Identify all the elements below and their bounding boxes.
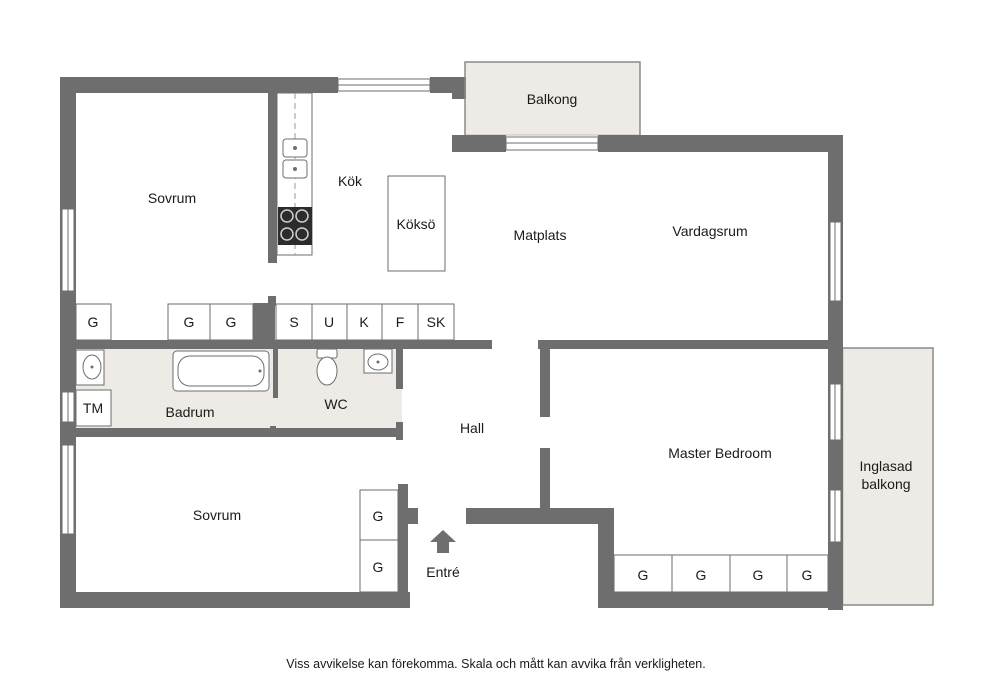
wardrobe-boxes [75,303,829,593]
label-f: F [396,314,405,330]
label-entre: Entré [426,564,460,580]
label-kokso: Köksö [397,216,436,232]
label-g: G [696,567,707,583]
label-sovrum-bottom: Sovrum [193,507,241,523]
disclaimer: Viss avvikelse kan förekomma. Skala och … [286,657,706,671]
room-labels: Sovrum Kök Köksö Matplats Vardagsrum Bal… [148,91,913,580]
kitchen-island [387,175,446,272]
label-g: G [638,567,649,583]
entrance-arrow-icon [430,530,456,553]
label-inglasad-balkong: balkong [861,476,910,492]
inglasad-balkong-floor [842,347,934,606]
bath-fixtures [75,348,393,392]
floor-plan: Sovrum Kök Köksö Matplats Vardagsrum Bal… [60,61,934,610]
label-g: G [88,314,99,330]
label-wc: WC [324,396,347,412]
balkong-floor [464,61,641,136]
label-kok: Kök [338,173,363,189]
kitchen-counter [276,92,313,256]
label-g: G [226,314,237,330]
label-s: S [289,314,298,330]
label-u: U [324,314,334,330]
label-tm: TM [83,400,103,416]
toilet-icon [316,356,338,386]
label-k: K [359,314,369,330]
label-g: G [184,314,195,330]
label-matplats: Matplats [514,227,567,243]
label-g: G [802,567,813,583]
appliance-row [275,303,455,341]
label-badrum: Badrum [165,404,214,420]
label-g: G [753,567,764,583]
label-hall: Hall [460,420,484,436]
walls [60,77,843,610]
label-vardagsrum: Vardagsrum [672,223,747,239]
label-sk: SK [427,314,446,330]
label-g: G [373,508,384,524]
windows [61,78,842,543]
balcony-railings [464,61,934,606]
label-balkong: Balkong [527,91,578,107]
label-sovrum-top: Sovrum [148,190,196,206]
label-inglasad: Inglasad [860,458,913,474]
label-master-bedroom: Master Bedroom [668,445,771,461]
label-g: G [373,559,384,575]
fixture-labels: G G G S U K F SK TM G G G G G G [83,314,813,583]
